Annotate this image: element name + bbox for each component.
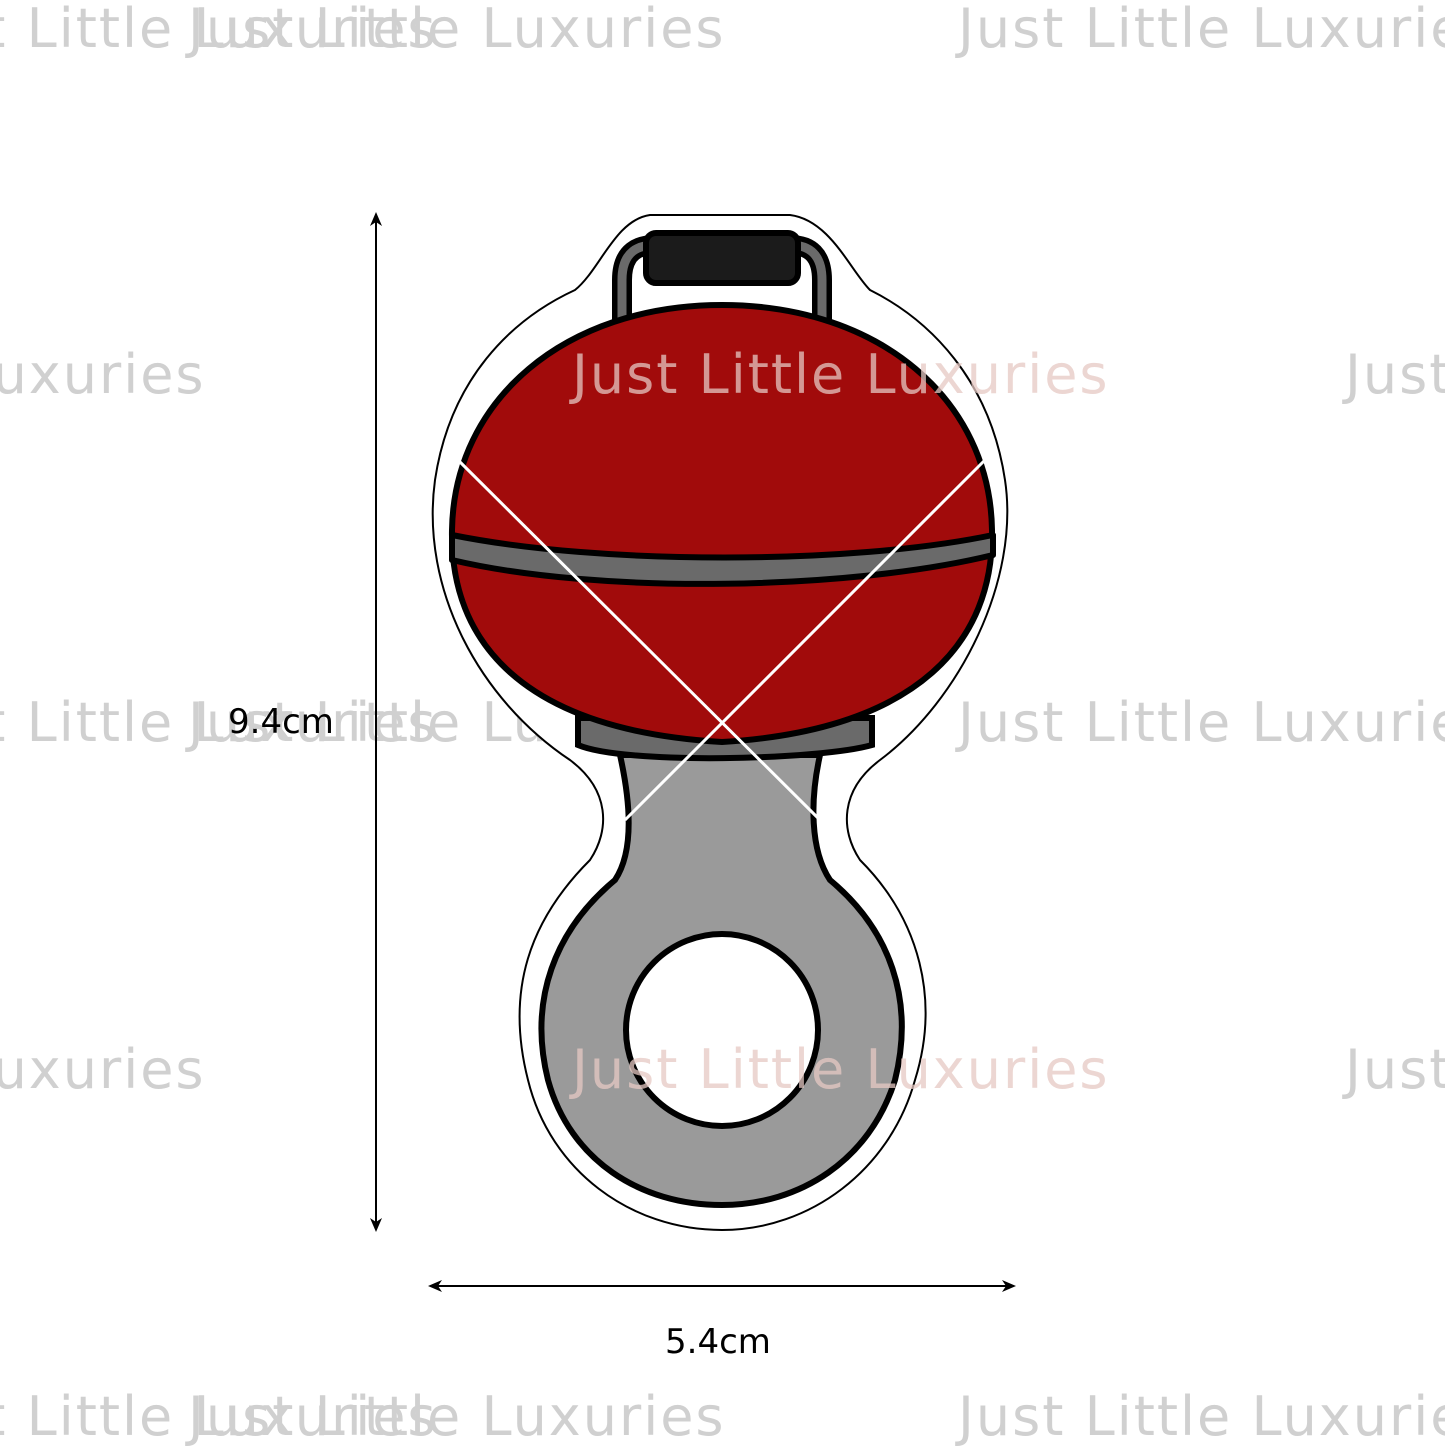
lid-band xyxy=(449,532,996,587)
watermark-text: Just Little Luxuries xyxy=(0,1038,206,1101)
handle-grip-icon xyxy=(643,230,801,286)
watermark-text: Just Little Luxuries xyxy=(572,343,1110,406)
watermark-text: Just Little Luxuries xyxy=(958,691,1445,754)
watermark-text: Just Little Luxuries xyxy=(188,1385,726,1448)
width-label: 5.4cm xyxy=(665,1322,771,1362)
watermark-text: Just Little Luxuries xyxy=(188,0,726,60)
watermark-text: Just Little Luxuries xyxy=(958,1385,1445,1448)
watermark-text: Just Little Luxuries xyxy=(0,691,438,754)
watermark-text: Just Little Luxuries xyxy=(572,1038,1110,1101)
watermark-text: Just Little Luxuries xyxy=(958,0,1445,60)
watermark-text: Just Little Luxuries xyxy=(1345,343,1445,406)
height-dimension-arrow xyxy=(370,212,382,1232)
grill-lid xyxy=(448,301,996,746)
height-label: 9.4cm xyxy=(228,702,334,742)
width-dimension-arrow xyxy=(428,1280,1016,1292)
stand-hole xyxy=(623,931,821,1129)
watermark-text: Just Little Luxuries xyxy=(0,343,206,406)
watermark-text: Just Little Luxuries xyxy=(0,1385,438,1448)
watermark-text: Just Little Luxuries xyxy=(1345,1038,1445,1101)
watermark-text: Just Little Luxuries xyxy=(0,0,438,60)
